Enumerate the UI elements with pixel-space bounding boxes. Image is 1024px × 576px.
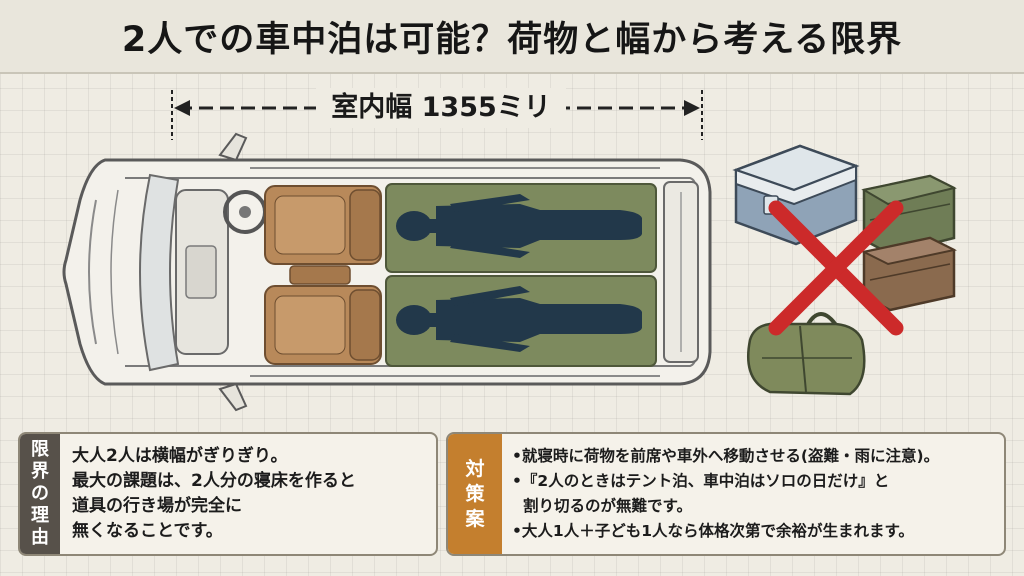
- person-silhouette: [396, 194, 642, 352]
- countermeasure-tag-char: 策: [465, 482, 485, 505]
- reason-tag-char: 由: [31, 527, 49, 548]
- reason-tag-char: 界: [31, 461, 49, 482]
- countermeasure-tag: 対 策 案: [448, 434, 502, 554]
- title-bar: 2人での車中泊は可能？荷物と幅から考える限界: [0, 0, 1024, 74]
- reason-line: 大人2人は横幅がぎりぎり。: [72, 446, 288, 466]
- countermeasure-tag-char: 案: [465, 507, 485, 530]
- countermeasure-tag-char: 対: [465, 457, 485, 480]
- reason-text: 大人2人は横幅がぎりぎり。 最大の課題は、2人分の寝床を作ると 道具の行き場が完…: [72, 444, 428, 544]
- reason-panel: 限 界 の 理 由 大人2人は横幅がぎりぎり。 最大の課題は、2人分の寝床を作る…: [18, 432, 438, 556]
- reason-line: 無くなることです。: [72, 521, 223, 541]
- countermeasure-line: 割り切るのが無難です。: [523, 497, 692, 515]
- interior-width-label: 室内幅 1355ミリ: [316, 88, 566, 128]
- storage-crate-icon: [860, 174, 958, 312]
- page-title: 2人での車中泊は可能？荷物と幅から考える限界: [121, 19, 903, 60]
- reason-tag-char: 限: [31, 439, 49, 460]
- red-x-icon: [768, 200, 904, 336]
- reason-tag-char: 理: [31, 505, 49, 526]
- reason-line: 最大の課題は、2人分の寝床を作ると: [72, 471, 356, 491]
- reason-tag: 限 界 の 理 由: [20, 434, 60, 554]
- duffel-bag-icon: [746, 312, 866, 396]
- countermeasure-text: •就寝時に荷物を前席や車外へ移動させる(盗難・雨に注意)。 •『2人のときはテン…: [512, 444, 998, 544]
- reason-line: 道具の行き場が完全に: [72, 496, 242, 516]
- countermeasure-line: •就寝時に荷物を前席や車外へ移動させる(盗難・雨に注意)。: [512, 447, 940, 465]
- countermeasure-line: •大人1人＋子ども1人なら体格次第で余裕が生まれます。: [512, 522, 914, 540]
- seat-icon: [264, 185, 382, 365]
- cooler-box-icon: [732, 144, 860, 246]
- reason-tag-char: の: [31, 483, 49, 504]
- countermeasure-panel: 対 策 案 •就寝時に荷物を前席や車外へ移動させる(盗難・雨に注意)。 •『2人…: [446, 432, 1006, 556]
- countermeasure-line: •『2人のときはテント泊、車中泊はソロの日だけ』と: [512, 472, 890, 490]
